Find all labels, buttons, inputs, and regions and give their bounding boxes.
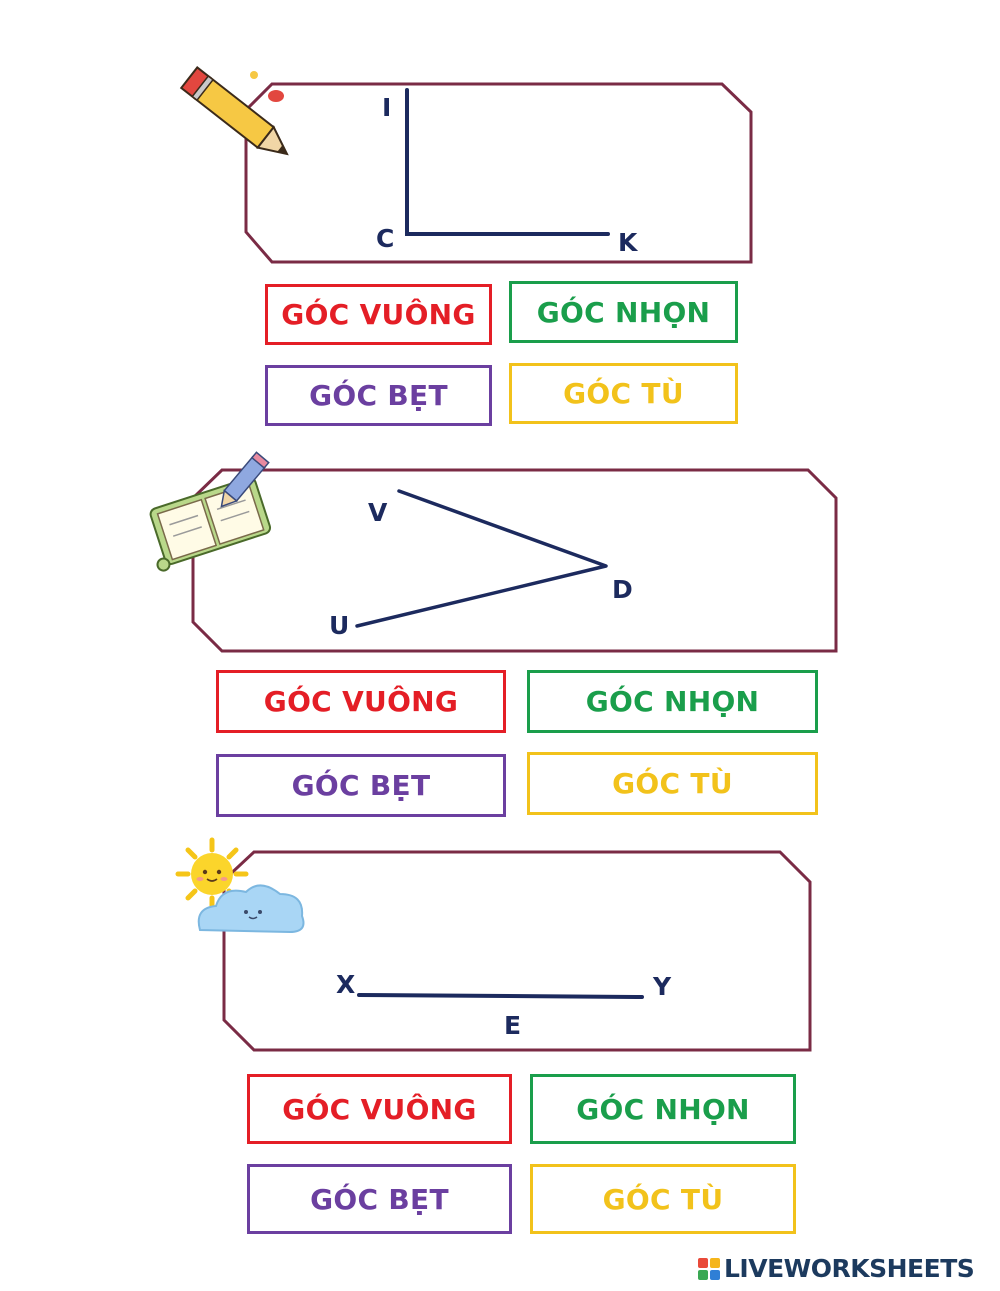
angle-icK-lines — [405, 88, 610, 236]
q2-option-goc-bet[interactable]: GÓC BẸT — [216, 754, 506, 817]
vertex-label-d: D — [612, 575, 633, 604]
vertex-label-e: E — [504, 1011, 522, 1040]
angle-vdu-lines — [355, 489, 608, 628]
q3-option-goc-nhon[interactable]: GÓC NHỌN — [530, 1074, 796, 1144]
liveworksheets-logo-icon — [698, 1257, 720, 1280]
vertex-label-i: I — [382, 93, 392, 122]
q1-option-goc-nhon[interactable]: GÓC NHỌN — [509, 281, 738, 343]
vertex-label-k: K — [618, 228, 638, 257]
q3-option-goc-tu[interactable]: GÓC TÙ — [530, 1164, 796, 1234]
angle-xey-line — [357, 993, 644, 999]
brand-name: LIVEWORKSHEETS — [724, 1254, 975, 1283]
q2-option-goc-vuong[interactable]: GÓC VUÔNG — [216, 670, 506, 733]
liveworksheets-brand: LIVEWORKSHEETS — [698, 1254, 975, 1283]
vertex-label-v: V — [368, 498, 388, 527]
q1-option-goc-tu[interactable]: GÓC TÙ — [509, 363, 738, 424]
q3-option-goc-bet[interactable]: GÓC BẸT — [247, 1164, 512, 1234]
q1-option-goc-vuong[interactable]: GÓC VUÔNG — [265, 284, 492, 345]
q1-option-goc-bet[interactable]: GÓC BẸT — [265, 365, 492, 426]
q3-option-goc-vuong[interactable]: GÓC VUÔNG — [247, 1074, 512, 1144]
vertex-label-u: U — [329, 611, 350, 640]
q2-option-goc-tu[interactable]: GÓC TÙ — [527, 752, 818, 815]
vertex-label-y: Y — [653, 972, 672, 1001]
vertex-label-c: C — [376, 224, 395, 253]
q2-option-goc-nhon[interactable]: GÓC NHỌN — [527, 670, 818, 733]
vertex-label-x: X — [336, 970, 356, 999]
